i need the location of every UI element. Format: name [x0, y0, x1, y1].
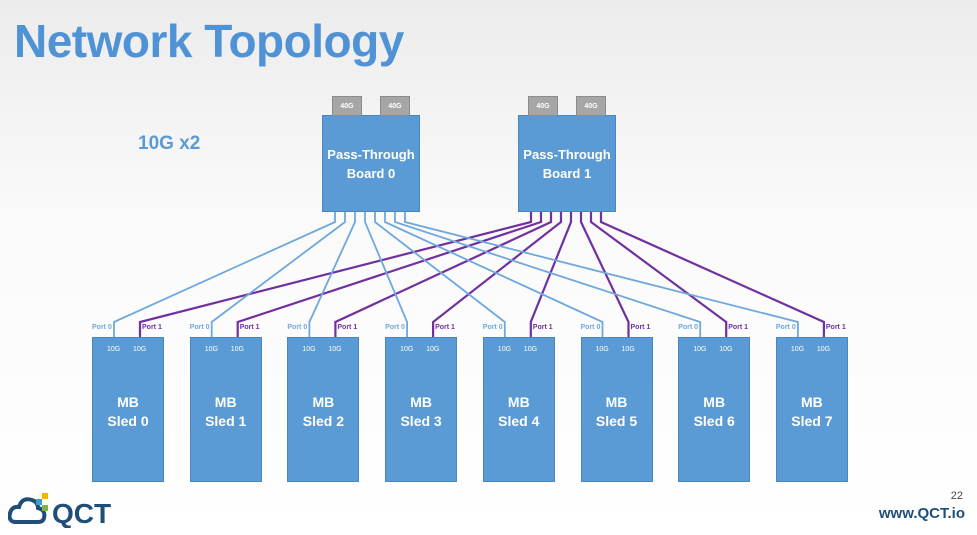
mb-sled-4: 10G 10G MB Sled 4: [482, 337, 555, 482]
port-0-label: Port 0: [92, 324, 112, 331]
port-0-label: Port 0: [580, 324, 601, 331]
sled-type: MB: [410, 394, 432, 410]
sled-type: MB: [507, 394, 530, 410]
link-board0-sled2: [308, 212, 356, 337]
speed-label: 10G: [719, 346, 733, 353]
port-0-label: Port 0: [385, 324, 405, 331]
speed-label: 10G: [302, 346, 316, 353]
sled-type: MB: [801, 394, 823, 410]
mb-sled-5: 10G 10G MB Sled 5: [580, 337, 653, 482]
uplink-40g-port: 40G: [332, 96, 362, 116]
speed-label: 10G: [107, 346, 121, 353]
speed-label: 10G: [621, 346, 635, 353]
sled-name: Sled 1: [205, 413, 247, 429]
port-1-label: Port 1: [142, 324, 162, 331]
board-name: Board 1: [542, 165, 592, 181]
board-label: Pass-Through: [327, 146, 415, 162]
link-board1-sled1: [236, 212, 543, 337]
subtitle: 10G x2: [138, 133, 201, 154]
sled-type: MB: [312, 394, 335, 410]
link-board0-sled6: [394, 212, 702, 337]
port-1-label: Port 1: [825, 324, 846, 331]
qct-logo: QCT: [8, 493, 111, 528]
sled-name: Sled 0: [107, 413, 149, 429]
port-0-label: Port 0: [678, 324, 699, 331]
sled-name: Sled 7: [791, 413, 833, 429]
sled-type: MB: [117, 394, 139, 410]
sled-type: MB: [703, 394, 726, 410]
speed-label: 10G: [400, 346, 414, 353]
port-1-label: Port 1: [337, 324, 358, 331]
link-board0-sled1: [210, 212, 346, 337]
svg-text:QCT: QCT: [52, 498, 111, 528]
sled-type: MB: [214, 394, 237, 410]
link-board0-sled0: [113, 212, 336, 337]
link-board1-sled4: [529, 212, 573, 337]
speed-label: 10G: [595, 346, 609, 353]
speed-label: 10G: [328, 346, 342, 353]
uplink-40g-port: 40G: [528, 96, 558, 116]
sled-name: Sled 5: [595, 413, 638, 429]
speed-label: 10G: [790, 346, 805, 353]
link-board0-sled5: [384, 212, 604, 337]
port-0-label: Port 0: [189, 324, 210, 331]
speed-label: 10G: [816, 346, 831, 353]
speed-label: 10G: [133, 346, 147, 353]
uplink-40g-port: 40G: [576, 96, 606, 116]
page-number: 22: [950, 490, 963, 502]
sled-name: Sled 4: [498, 413, 540, 429]
link-board1-sled7: [599, 212, 826, 337]
port-1-label: Port 1: [435, 324, 455, 331]
port-0-label: Port 0: [287, 324, 308, 331]
mb-sled-0: 10G 10G MB Sled 0: [92, 337, 164, 482]
speed-label: 10G: [693, 346, 707, 353]
link-board0-sled7: [404, 212, 799, 337]
port-1-label: Port 1: [630, 324, 651, 331]
speed-label: 10G: [230, 346, 244, 353]
link-board0-sled4: [374, 212, 506, 337]
mb-sled-2: 10G 10G MB Sled 2: [287, 337, 360, 482]
sled-name: Sled 2: [302, 413, 345, 429]
link-board1-sled3: [432, 212, 563, 337]
board-label: Pass-Through: [523, 146, 611, 162]
link-board0-sled3: [364, 212, 409, 337]
port-1-label: Port 1: [239, 324, 260, 331]
link-board1-sled2: [334, 212, 553, 337]
speed-label: 10G: [523, 346, 538, 353]
sled-name: Sled 6: [693, 413, 735, 429]
mb-sled-7: 10G 10G MB Sled 7: [775, 337, 848, 482]
sled-name: Sled 3: [400, 413, 442, 429]
mb-sled-3: 10G 10G MB Sled 3: [385, 337, 458, 482]
port-1-label: Port 1: [532, 324, 553, 331]
link-board1-sled0: [138, 212, 533, 337]
website-url[interactable]: www.QCT.io: [878, 505, 965, 522]
port-0-label: Port 0: [482, 324, 503, 331]
board-name: Board 0: [346, 165, 396, 181]
speed-label: 10G: [204, 346, 218, 353]
port-1-label: Port 1: [728, 324, 749, 331]
link-board1-sled6: [589, 212, 728, 337]
page-title: Network Topology: [14, 15, 404, 67]
speed-label: 10G: [497, 346, 512, 353]
uplink-40g-port: 40G: [380, 96, 410, 116]
speed-label: 10G: [426, 346, 440, 353]
mb-sled-1: 10G 10G MB Sled 1: [189, 337, 262, 482]
port-0-label: Port 0: [775, 324, 796, 331]
mb-sled-6: 10G 10G MB Sled 6: [678, 337, 751, 482]
sled-type: MB: [605, 394, 628, 410]
